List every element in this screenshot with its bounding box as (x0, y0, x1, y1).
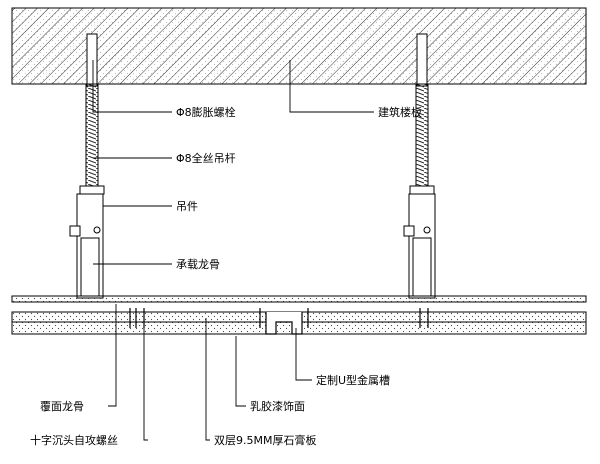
expansion-bolt-left (86, 33, 98, 87)
annotation-labels: Φ8膨胀螺栓 建筑楼板 Φ8全丝吊杆 吊件 承载龙骨 定制U型金属槽 覆面龙骨 … (30, 105, 422, 447)
custom-u-channel (265, 312, 303, 335)
label-gypsum-board: 双层9.5MM厚石膏板 (214, 433, 316, 447)
expansion-bolt-right (416, 33, 428, 87)
threaded-rod-left (85, 83, 99, 193)
main-keel-left (80, 237, 100, 297)
label-threaded-rod: Φ8全丝吊杆 (176, 151, 236, 165)
label-screws: 十字沉头自攻螺丝 (30, 433, 118, 447)
label-custom-channel: 定制U型金属槽 (316, 373, 390, 387)
label-floor-slab: 建筑楼板 (378, 105, 422, 119)
suspension-assembly-left (69, 33, 105, 299)
leader-lines (92, 60, 374, 441)
threaded-rod-right (415, 83, 429, 193)
floor-slab (11, 7, 587, 85)
label-latex-paint: 乳胶漆饰面 (250, 399, 305, 413)
suspension-assembly-right (403, 33, 436, 299)
label-main-keel: 承载龙骨 (176, 258, 220, 271)
label-expansion-bolt: Φ8膨胀螺栓 (176, 105, 236, 119)
label-hanger: 吊件 (176, 200, 198, 213)
main-keel-right (412, 237, 432, 297)
cover-keel-rail (11, 295, 587, 303)
label-cover-keel: 覆面龙骨 (40, 400, 84, 413)
